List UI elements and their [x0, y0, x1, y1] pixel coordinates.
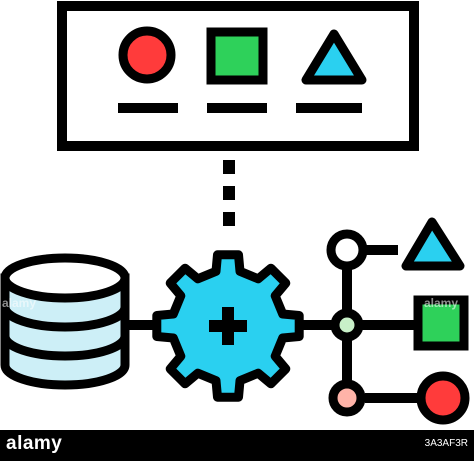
watermark-bar: alamy 3A3AF3R: [0, 430, 474, 461]
tree-diagram: [326, 217, 470, 425]
brand-logo: alamy: [6, 433, 63, 454]
tree-node-middle: [330, 308, 364, 342]
green-square-icon: [206, 27, 268, 85]
tree-square-icon: [413, 295, 469, 351]
image-id-label: 3A3AF3R: [424, 438, 468, 449]
database-icon: [0, 253, 130, 390]
screen-panel: [57, 1, 419, 151]
tree-triangle-icon: [401, 217, 465, 271]
cyan-triangle-icon: [301, 29, 367, 85]
tree-node-top: [326, 229, 368, 271]
dotted-connector: [223, 160, 235, 226]
tree-node-bottom: [328, 379, 366, 417]
plus-icon: [209, 307, 247, 345]
gear-icon: [152, 250, 304, 402]
tree-circle-icon: [416, 371, 470, 425]
red-circle-icon: [118, 26, 176, 84]
